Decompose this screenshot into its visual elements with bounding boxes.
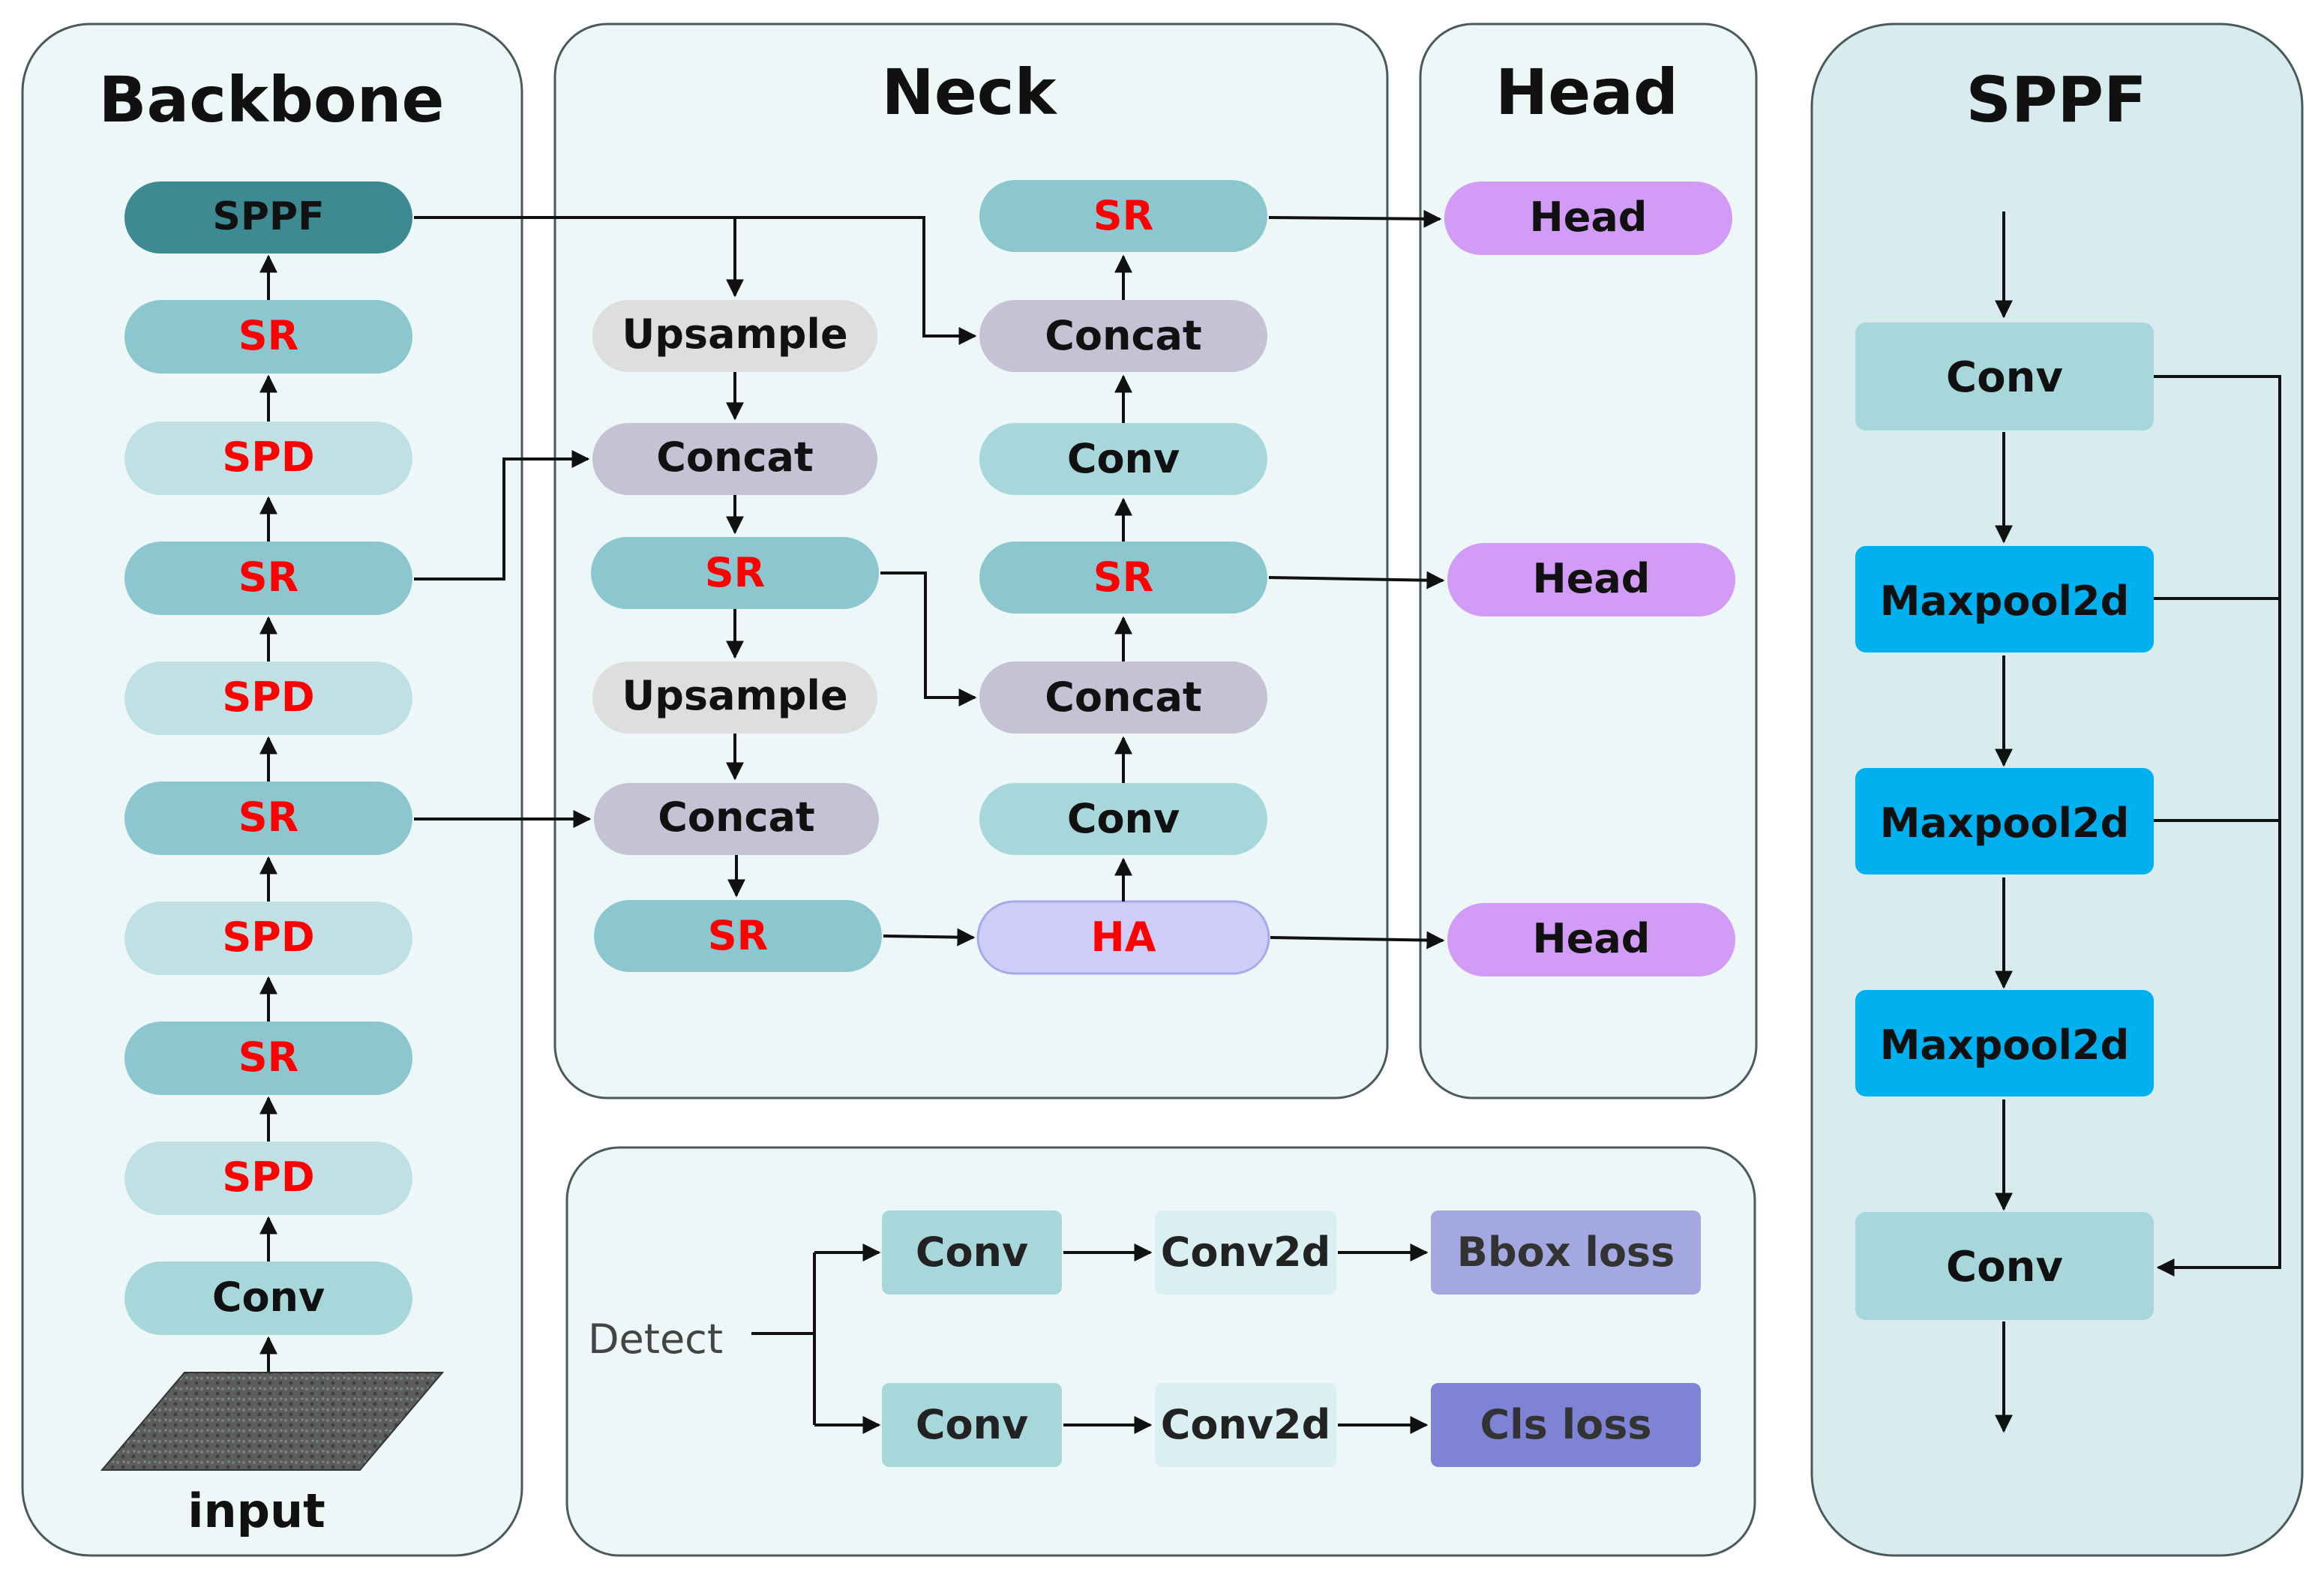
backbone-block-spd-1: SPD: [124, 422, 412, 495]
svg-text:Head: Head: [1530, 194, 1648, 241]
detect-row1-conv: Conv: [882, 1210, 1062, 1294]
input-label: input: [187, 1484, 325, 1538]
neck-conv-right-1: Conv: [979, 423, 1267, 495]
neck-sr-right-top: SR: [979, 180, 1267, 252]
backbone-block-spd-2: SPD: [124, 662, 412, 735]
backbone-block-conv: Conv: [124, 1262, 412, 1335]
neck-upsample-1: Upsample: [592, 300, 877, 372]
svg-text:SPD: SPD: [222, 434, 314, 481]
svg-text:Conv: Conv: [916, 1401, 1028, 1448]
svg-text:SR: SR: [1093, 554, 1153, 601]
backbone-block-spd-3: SPD: [124, 902, 412, 975]
input-image: [100, 1372, 445, 1471]
neck-sr-right-mid: SR: [979, 542, 1267, 614]
svg-text:Concat: Concat: [656, 434, 813, 481]
svg-text:SPPF: SPPF: [212, 194, 324, 239]
backbone-block-sr-3: SR: [124, 782, 412, 855]
svg-text:HA: HA: [1091, 914, 1156, 961]
svg-text:SR: SR: [1093, 192, 1153, 239]
svg-text:SR: SR: [708, 912, 768, 959]
svg-text:Conv: Conv: [1946, 1243, 2063, 1292]
sppf-block-conv-2: Conv: [1855, 1212, 2154, 1320]
svg-text:Cls loss: Cls loss: [1480, 1401, 1652, 1448]
sppf-title: SPPF: [1966, 63, 2146, 136]
svg-text:Concat: Concat: [658, 794, 814, 841]
detect-row2-conv2d: Conv2d: [1155, 1383, 1336, 1467]
sppf-block-maxpool-2: Maxpool2d: [1855, 768, 2154, 874]
svg-text:Concat: Concat: [1045, 312, 1201, 359]
detect-row2-conv: Conv: [882, 1383, 1062, 1467]
head-block-2: Head: [1447, 543, 1735, 616]
svg-text:Bbox loss: Bbox loss: [1457, 1228, 1675, 1276]
backbone-block-sr-4: SR: [124, 1022, 412, 1095]
svg-text:SR: SR: [238, 312, 298, 359]
neck-concat-right-2: Concat: [979, 662, 1267, 734]
svg-text:SR: SR: [705, 549, 765, 596]
svg-text:Conv: Conv: [1067, 435, 1180, 482]
detect-cls-loss: Cls loss: [1431, 1383, 1701, 1467]
svg-text:Head: Head: [1533, 915, 1651, 962]
neck-sr-left-2: SR: [594, 900, 882, 972]
detect-panel: [565, 1146, 1756, 1557]
svg-text:Conv: Conv: [1067, 795, 1180, 842]
backbone-block-sppf: SPPF: [124, 182, 412, 254]
backbone-block-sr-2: SR: [124, 542, 412, 615]
svg-text:Conv: Conv: [212, 1274, 325, 1321]
neck-sr-left-1: SR: [591, 537, 879, 609]
detect-connectors: [751, 1244, 1429, 1434]
svg-text:SR: SR: [238, 794, 298, 841]
sppf-connectors: [1995, 212, 2281, 1433]
svg-text:Maxpool2d: Maxpool2d: [1880, 578, 2130, 625]
svg-text:Head: Head: [1533, 555, 1651, 602]
detect-label: Detect: [588, 1316, 723, 1363]
svg-text:Conv2d: Conv2d: [1161, 1228, 1331, 1276]
neck-concat-2: Concat: [594, 783, 879, 855]
neck-concat-right-1: Concat: [979, 300, 1267, 372]
detect-row1-conv2d: Conv2d: [1155, 1210, 1336, 1294]
neck-title: Neck: [882, 56, 1058, 129]
neck-upsample-2: Upsample: [592, 662, 877, 734]
svg-text:Maxpool2d: Maxpool2d: [1880, 800, 2130, 847]
svg-text:Concat: Concat: [1045, 674, 1201, 721]
svg-text:Maxpool2d: Maxpool2d: [1880, 1022, 2130, 1069]
backbone-block-sr-1: SR: [124, 300, 412, 374]
svg-text:SPD: SPD: [222, 914, 314, 961]
neck-concat-1: Concat: [592, 423, 877, 495]
svg-text:Upsample: Upsample: [622, 672, 847, 719]
svg-text:Conv: Conv: [1946, 353, 2063, 402]
backbone-block-spd-4: SPD: [124, 1142, 412, 1215]
sppf-block-maxpool-1: Maxpool2d: [1855, 546, 2154, 652]
svg-text:SR: SR: [238, 1034, 298, 1081]
head-block-1: Head: [1444, 182, 1732, 255]
svg-text:SR: SR: [238, 554, 298, 601]
head-title: Head: [1495, 56, 1678, 129]
sppf-block-maxpool-3: Maxpool2d: [1855, 990, 2154, 1096]
neck-ha-block: HA: [976, 900, 1270, 975]
svg-text:Conv: Conv: [916, 1228, 1028, 1276]
sppf-block-conv-1: Conv: [1855, 322, 2154, 430]
svg-text:Conv2d: Conv2d: [1161, 1401, 1331, 1448]
svg-text:SPD: SPD: [222, 674, 314, 721]
svg-text:SPD: SPD: [222, 1154, 314, 1201]
detect-bbox-loss: Bbox loss: [1431, 1210, 1701, 1294]
neck-connectors: [414, 209, 1445, 950]
head-block-3: Head: [1447, 903, 1735, 976]
neck-conv-right-2: Conv: [979, 783, 1267, 855]
backbone-title: Backbone: [99, 63, 445, 136]
svg-text:Upsample: Upsample: [622, 310, 847, 358]
